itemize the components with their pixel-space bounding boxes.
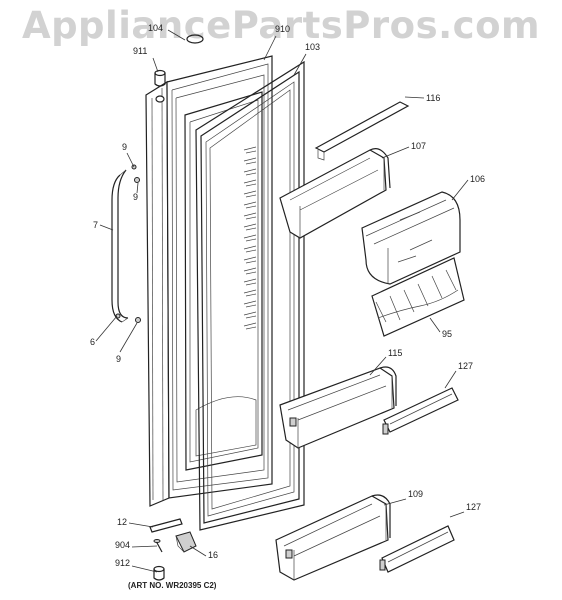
callout-label: 103: [305, 42, 320, 52]
leader-line: [95, 315, 118, 342]
leader-line: [263, 35, 277, 61]
leader-line: [136, 182, 139, 194]
callout-904: 904: [115, 540, 158, 550]
callout-label: 127: [458, 361, 473, 371]
art-number: (ART NO. WR20395 C2): [128, 581, 217, 590]
callout-9: 9: [133, 182, 139, 202]
callout-6: 6: [90, 315, 118, 347]
callout-910: 910: [263, 24, 290, 61]
door-bin-115: [279, 366, 397, 449]
callout-9: 9: [122, 142, 135, 168]
callout-label: 9: [133, 192, 138, 202]
callout-127: 127: [449, 502, 481, 518]
leader-line: [189, 545, 207, 557]
leader-line: [119, 322, 138, 353]
callout-label: 127: [466, 502, 481, 512]
callout-16: 16: [189, 545, 218, 560]
hinge-cover-16: [175, 531, 197, 553]
callout-label: 6: [90, 337, 95, 347]
callout-label: 9: [122, 142, 127, 152]
leader-line: [451, 179, 469, 201]
door-gasket: [195, 60, 305, 531]
callout-7: 7: [93, 220, 114, 231]
callout-label: 9: [116, 354, 121, 364]
callout-106: 106: [451, 174, 485, 201]
leader-line: [383, 498, 407, 506]
bushing-912: [153, 565, 165, 581]
door-bin-107: [279, 148, 391, 239]
callout-label: 911: [133, 46, 147, 56]
shelf-trim-116: [314, 101, 410, 161]
leader-line: [131, 565, 158, 573]
callout-109: 109: [383, 489, 423, 506]
callout-116: 116: [404, 93, 440, 103]
leader-line: [429, 317, 441, 333]
callout-9: 9: [116, 322, 138, 364]
callout-95: 95: [429, 317, 452, 339]
callout-12: 12: [117, 517, 154, 528]
callout-label: 107: [411, 141, 426, 151]
callout-label: 115: [388, 348, 402, 358]
callout-911: 911: [133, 46, 159, 73]
door-liner: [184, 91, 263, 471]
callout-107: 107: [381, 141, 426, 159]
callout-label: 116: [426, 93, 440, 103]
wire-rack-95: [371, 257, 465, 337]
bin-front-127-lower: [379, 525, 455, 573]
dairy-cover-106: [361, 191, 461, 285]
callout-115: 115: [369, 348, 402, 376]
liner-rail-ribs: [243, 146, 257, 330]
callout-label: 904: [115, 540, 130, 550]
callout-label: 910: [275, 24, 290, 34]
door-bin-109: [275, 494, 391, 581]
leader-line: [369, 356, 387, 376]
callout-127: 127: [444, 361, 473, 389]
leader-line: [128, 522, 154, 528]
watermark: AppliancePartsPros.com: [21, 4, 541, 47]
screw-904: [153, 539, 163, 553]
callout-label: 16: [208, 550, 218, 560]
callout-104: 104: [148, 23, 186, 41]
callout-103: 103: [293, 42, 320, 76]
hinge-bushing-104: [186, 34, 204, 44]
leader-line: [126, 152, 135, 168]
leader-line: [152, 57, 159, 73]
bin-front-127-upper: [382, 387, 459, 435]
callout-912: 912: [115, 558, 158, 573]
leader-line: [404, 96, 425, 99]
callout-layer: 104 910 103 911 116 107 106 9 9 7 95 6 9 115 127 109 127…: [90, 23, 485, 573]
door-handle-7: [111, 164, 141, 323]
callout-label: 109: [408, 489, 423, 499]
leader-line: [167, 29, 186, 41]
callout-label: 106: [470, 174, 485, 184]
callout-label: 95: [442, 329, 452, 339]
leader-line: [131, 545, 158, 548]
callout-label: 104: [148, 23, 163, 33]
callout-label: 7: [93, 220, 98, 230]
leader-line: [444, 370, 457, 389]
callout-label: 12: [117, 517, 127, 527]
leader-line: [449, 511, 465, 518]
hinge-plate-12: [149, 518, 183, 533]
leader-line: [381, 146, 410, 159]
leader-line: [99, 224, 114, 231]
callout-label: 912: [115, 558, 130, 568]
leader-line: [293, 53, 307, 76]
top-cap: [155, 95, 165, 103]
